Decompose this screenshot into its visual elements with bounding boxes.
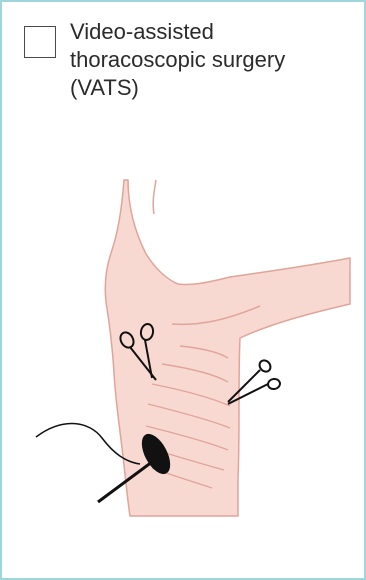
torso-outline xyxy=(105,180,350,516)
neck-line xyxy=(153,180,156,214)
